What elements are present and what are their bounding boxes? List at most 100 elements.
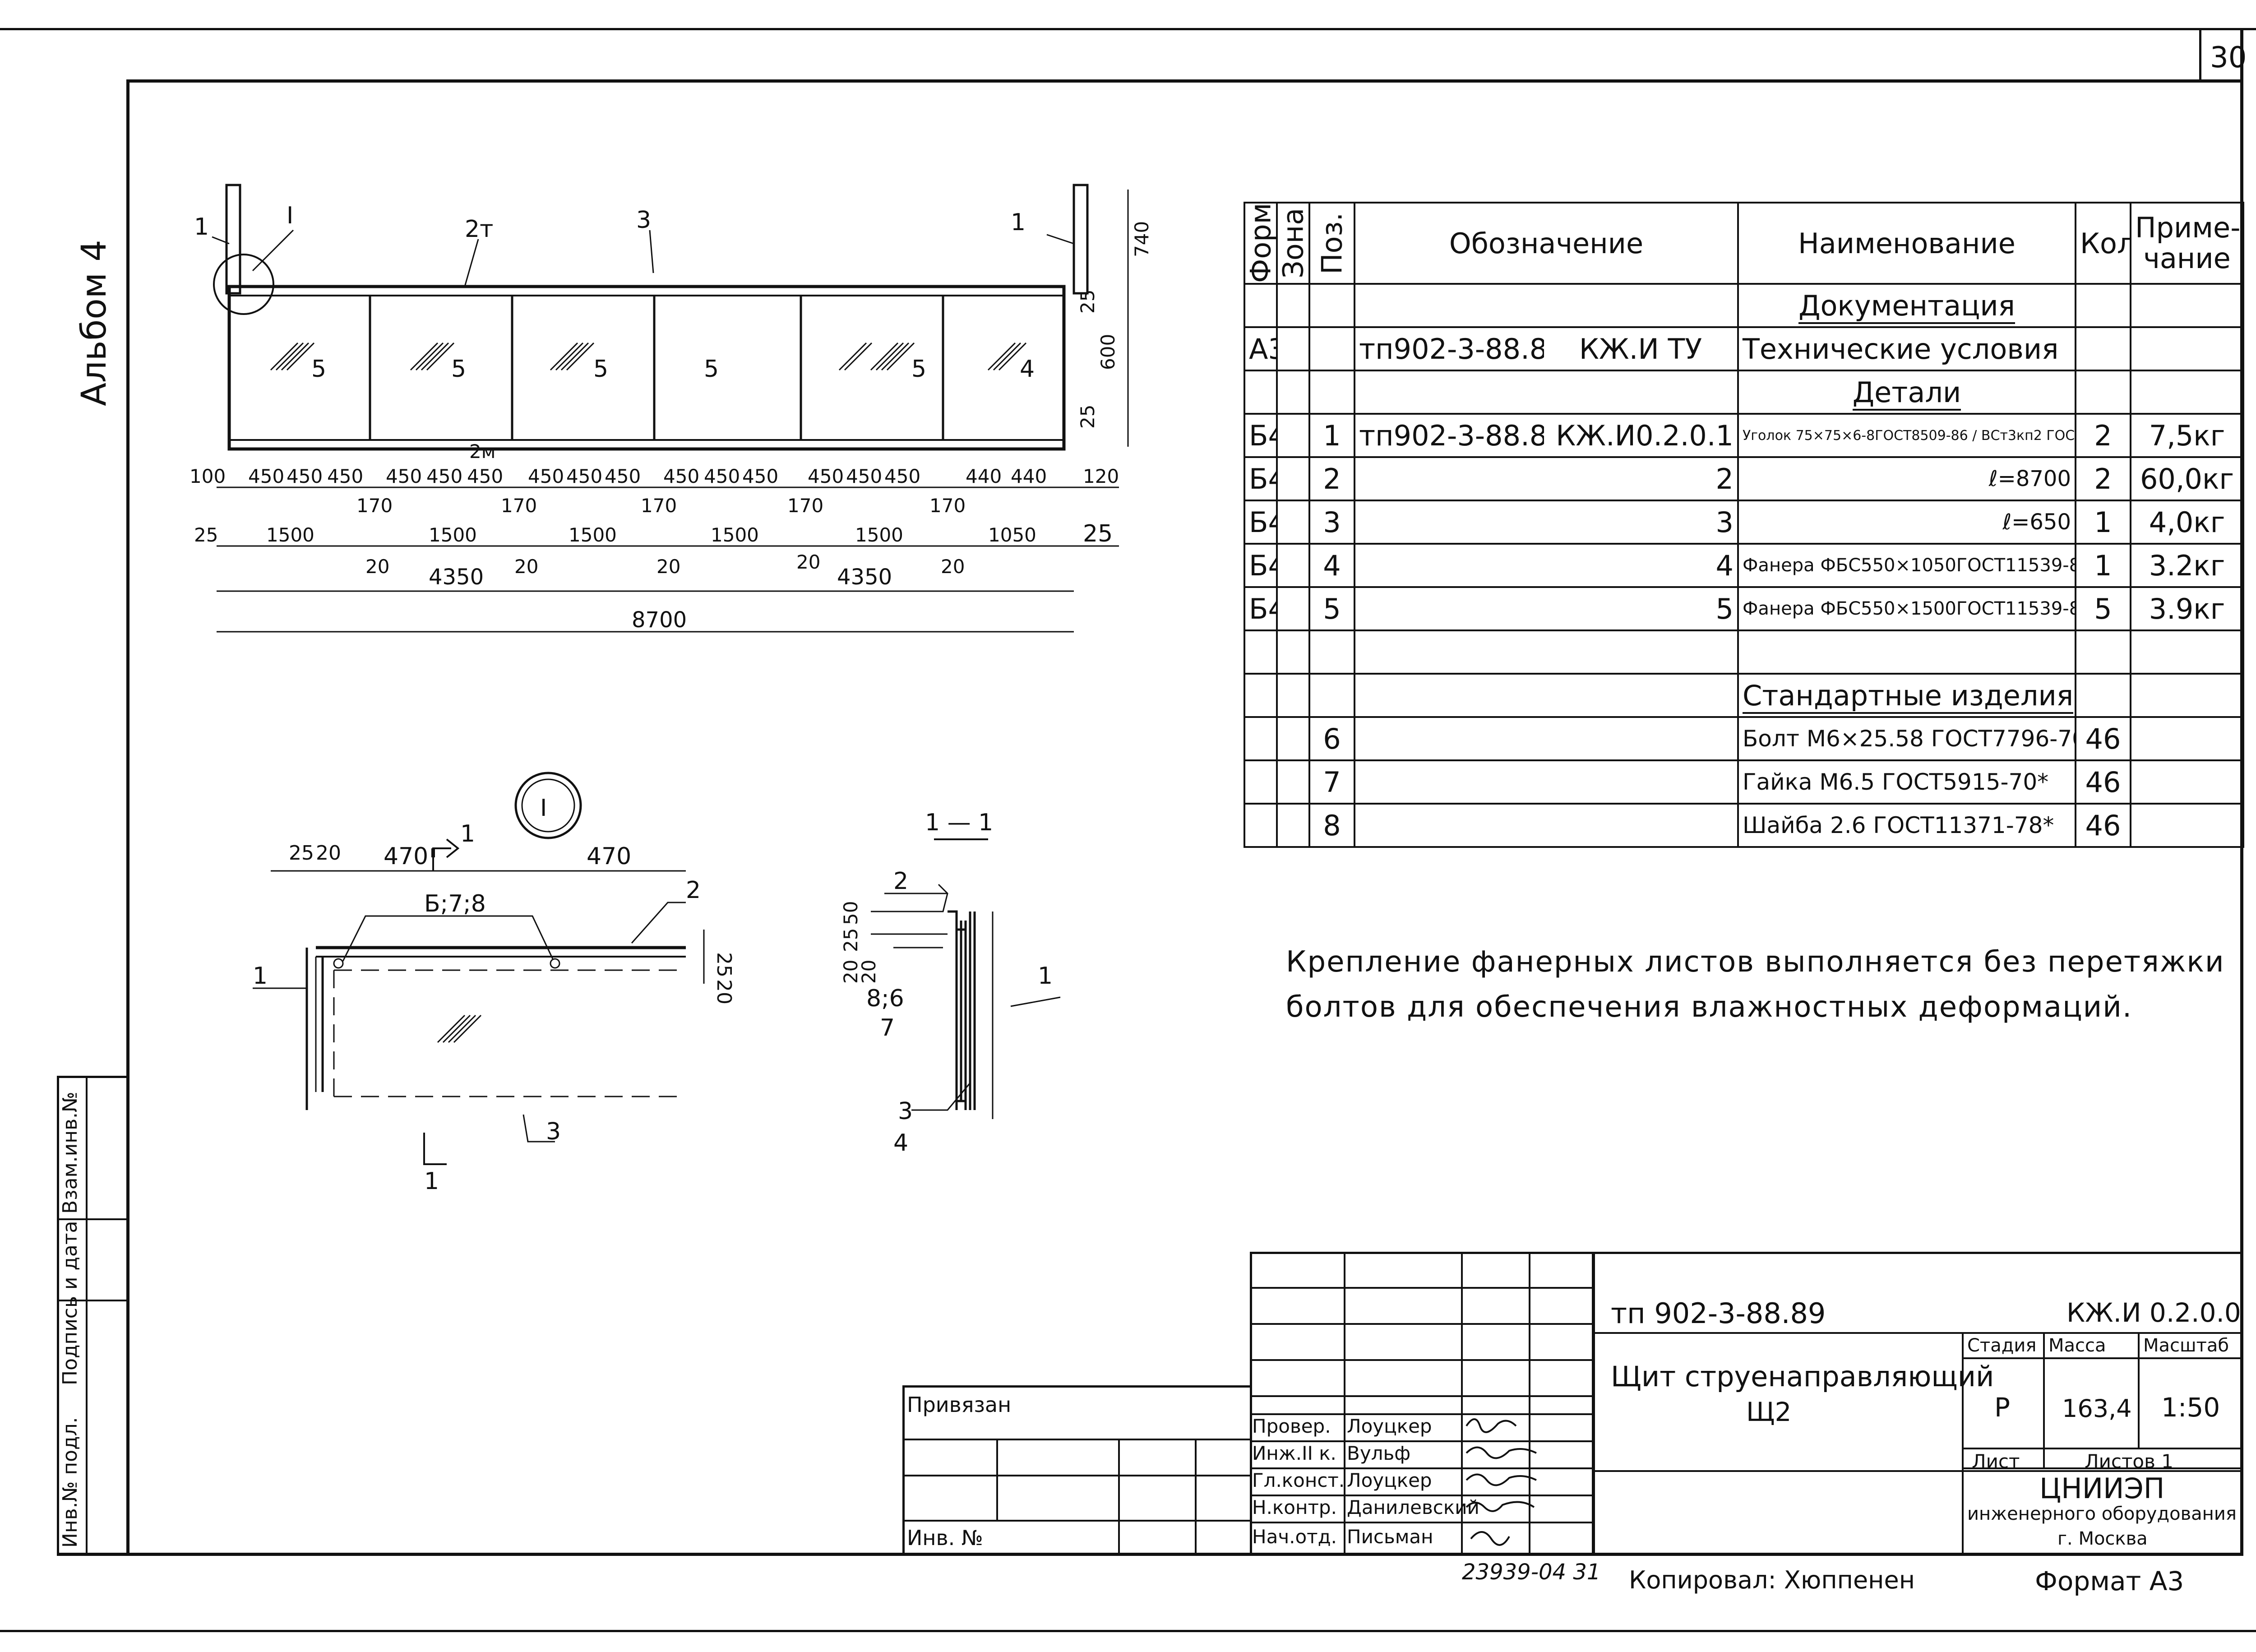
- dim-top-7: 450: [528, 465, 564, 487]
- cell-name: Фанера ФБС550×1050ГОСТ11539-83: [1737, 543, 2076, 588]
- cell-format: [1244, 673, 1278, 718]
- cell-zone: [1276, 716, 1310, 761]
- main-elevation-drawing: 1 I 2т 3 1 2м 5 5 5 5 5 4 100 450 450 45…: [190, 184, 1153, 633]
- cell-zone: [1276, 283, 1310, 328]
- cell-note: [2130, 803, 2244, 848]
- note-line-1: Крепление фанерных листов выполняется бе…: [1286, 945, 2225, 979]
- detail-I-dim-470b: 470: [587, 843, 631, 870]
- title-line-1: Щит струенаправляющий: [1611, 1360, 1994, 1393]
- cell-name: ℓ=8700: [1737, 456, 2076, 501]
- spec-row: Б4 2 2 ℓ=8700 2 60,0кг: [1244, 456, 2244, 501]
- cell-qty: [2075, 326, 2131, 371]
- sheets-label: Листов 1: [2085, 1450, 2173, 1472]
- role-norm-control: Н.контр.: [1252, 1496, 1337, 1518]
- title-line-2: Щ2: [1746, 1397, 1792, 1427]
- name-engineer: Вульф: [1347, 1442, 1411, 1464]
- side-strip-h1: [57, 1218, 126, 1220]
- spec-row: 8 Шайба 2.6 ГОСТ11371-78* 46: [1244, 803, 2244, 848]
- detail-I-dim-right-25: 25: [712, 952, 735, 977]
- hdr-pos: Поз.: [1309, 203, 1355, 284]
- cell-note: [2130, 673, 2244, 718]
- spec-row: А3 тп902-3-88.89 КЖ.И ТУ Технические усл…: [1244, 326, 2244, 371]
- main-callout-2m: 2м: [469, 440, 495, 463]
- cell-format: Б4: [1244, 413, 1278, 458]
- cell-pos: 8: [1308, 803, 1355, 848]
- privyazan-grid: [902, 1439, 1250, 1556]
- dim-top-5: 450: [426, 465, 462, 487]
- cell-format: Б4: [1244, 500, 1278, 545]
- cell-designation: [1354, 586, 1544, 631]
- dim-top-3: 450: [327, 465, 363, 487]
- hdr-format: Формат: [1244, 203, 1277, 284]
- panel-label-5: 5: [911, 356, 926, 383]
- section-callout-3: 3: [898, 1098, 913, 1125]
- cell-note: 3.9кг: [2130, 586, 2244, 631]
- cell-format: [1244, 759, 1278, 805]
- detail-I-dim-25: 25: [289, 842, 314, 865]
- panel-label-1: 5: [311, 356, 326, 383]
- cell-zone: [1276, 413, 1310, 458]
- main-callout-3: 3: [636, 207, 651, 234]
- main-callout-2t: 2т: [465, 216, 493, 243]
- cell-format: Б4: [1244, 456, 1278, 501]
- dim-top-2: 450: [287, 465, 323, 487]
- scale-header: Масштаб: [2143, 1335, 2229, 1356]
- side-label-inv-podl: Инв.№ подл.: [59, 1417, 82, 1548]
- dim-20-1: 20: [365, 555, 389, 578]
- inv-no-label: Инв. №: [907, 1526, 983, 1550]
- cell-name: ℓ=650: [1737, 500, 2076, 545]
- dim-170-3: 170: [641, 495, 677, 517]
- page-number: 30: [2210, 41, 2247, 74]
- album-label: Альбом 4: [74, 240, 114, 406]
- cell-note: [2130, 283, 2244, 328]
- name-dept-head: Письман: [1347, 1526, 1433, 1548]
- title-grid: [1593, 1332, 2243, 1556]
- specification-table: Формат Зона Поз. Обозначение Наименовани…: [1244, 202, 2244, 848]
- signature-grid: [1250, 1252, 1593, 1556]
- cell-code: [1544, 803, 1739, 848]
- cell-name: Стандартные изделия: [1737, 673, 2076, 718]
- section-callout-1: 1: [1038, 963, 1053, 990]
- outer-top-border: [0, 28, 2256, 30]
- cell-designation: [1354, 803, 1544, 848]
- name-norm-control: Данилевский: [1347, 1496, 1479, 1518]
- section-heading-details: Детали: [1852, 375, 1961, 411]
- spec-row: [1244, 629, 2244, 675]
- detail-I-callout-3: 3: [546, 1118, 561, 1145]
- cell-code: 2: [1544, 456, 1739, 501]
- dim-top-14: 450: [846, 465, 882, 487]
- cell-code: КЖ.И0.2.0.1: [1544, 413, 1739, 458]
- side-strip: [57, 1076, 126, 1556]
- signature-grid-lines: [1250, 1252, 1593, 1556]
- cell-code: [1544, 629, 1739, 675]
- cell-name: Детали: [1737, 370, 2076, 415]
- detail-I-dim-20: 20: [316, 842, 341, 865]
- dim-top-13: 450: [808, 465, 844, 487]
- dim-mid-7: 25: [1083, 520, 1113, 547]
- cell-zone: [1276, 500, 1310, 545]
- cell-format: [1244, 803, 1278, 848]
- cell-designation: [1354, 500, 1544, 545]
- copied-by: Копировал: Хюппенен: [1629, 1566, 1915, 1594]
- dim-mid-2: 1500: [429, 524, 477, 546]
- title-code: КЖ.И 0.2.0.0: [2066, 1297, 2241, 1328]
- dim-right-25a: 25: [1077, 290, 1099, 314]
- detail-I-section-mark-top: 1: [460, 820, 475, 847]
- stage-value: Р: [1994, 1392, 2010, 1423]
- cell-name: Болт М6×25.58 ГОСТ7796-70*: [1737, 716, 2076, 761]
- hdr-designation: Обозначение: [1354, 202, 1739, 285]
- spec-header-row: Формат Зона Поз. Обозначение Наименовани…: [1244, 202, 2244, 285]
- note-line-2: болтов для обеспечения влажностных дефор…: [1286, 990, 2133, 1024]
- detail-I-callout-1: 1: [253, 963, 268, 990]
- hdr-qty: Кол.: [2075, 202, 2131, 285]
- cell-zone: [1276, 803, 1310, 848]
- dim-20-3: 20: [656, 555, 680, 578]
- cell-pos: 3: [1308, 500, 1355, 545]
- dim-right-600: 600: [1097, 334, 1119, 370]
- mass-header: Масса: [2048, 1335, 2106, 1356]
- cell-designation: [1354, 283, 1544, 328]
- section-dim-50: 50: [840, 901, 862, 925]
- hdr-note: Приме-чание: [2130, 202, 2244, 285]
- page-number-box: [2199, 28, 2243, 80]
- cell-qty: 46: [2075, 716, 2131, 761]
